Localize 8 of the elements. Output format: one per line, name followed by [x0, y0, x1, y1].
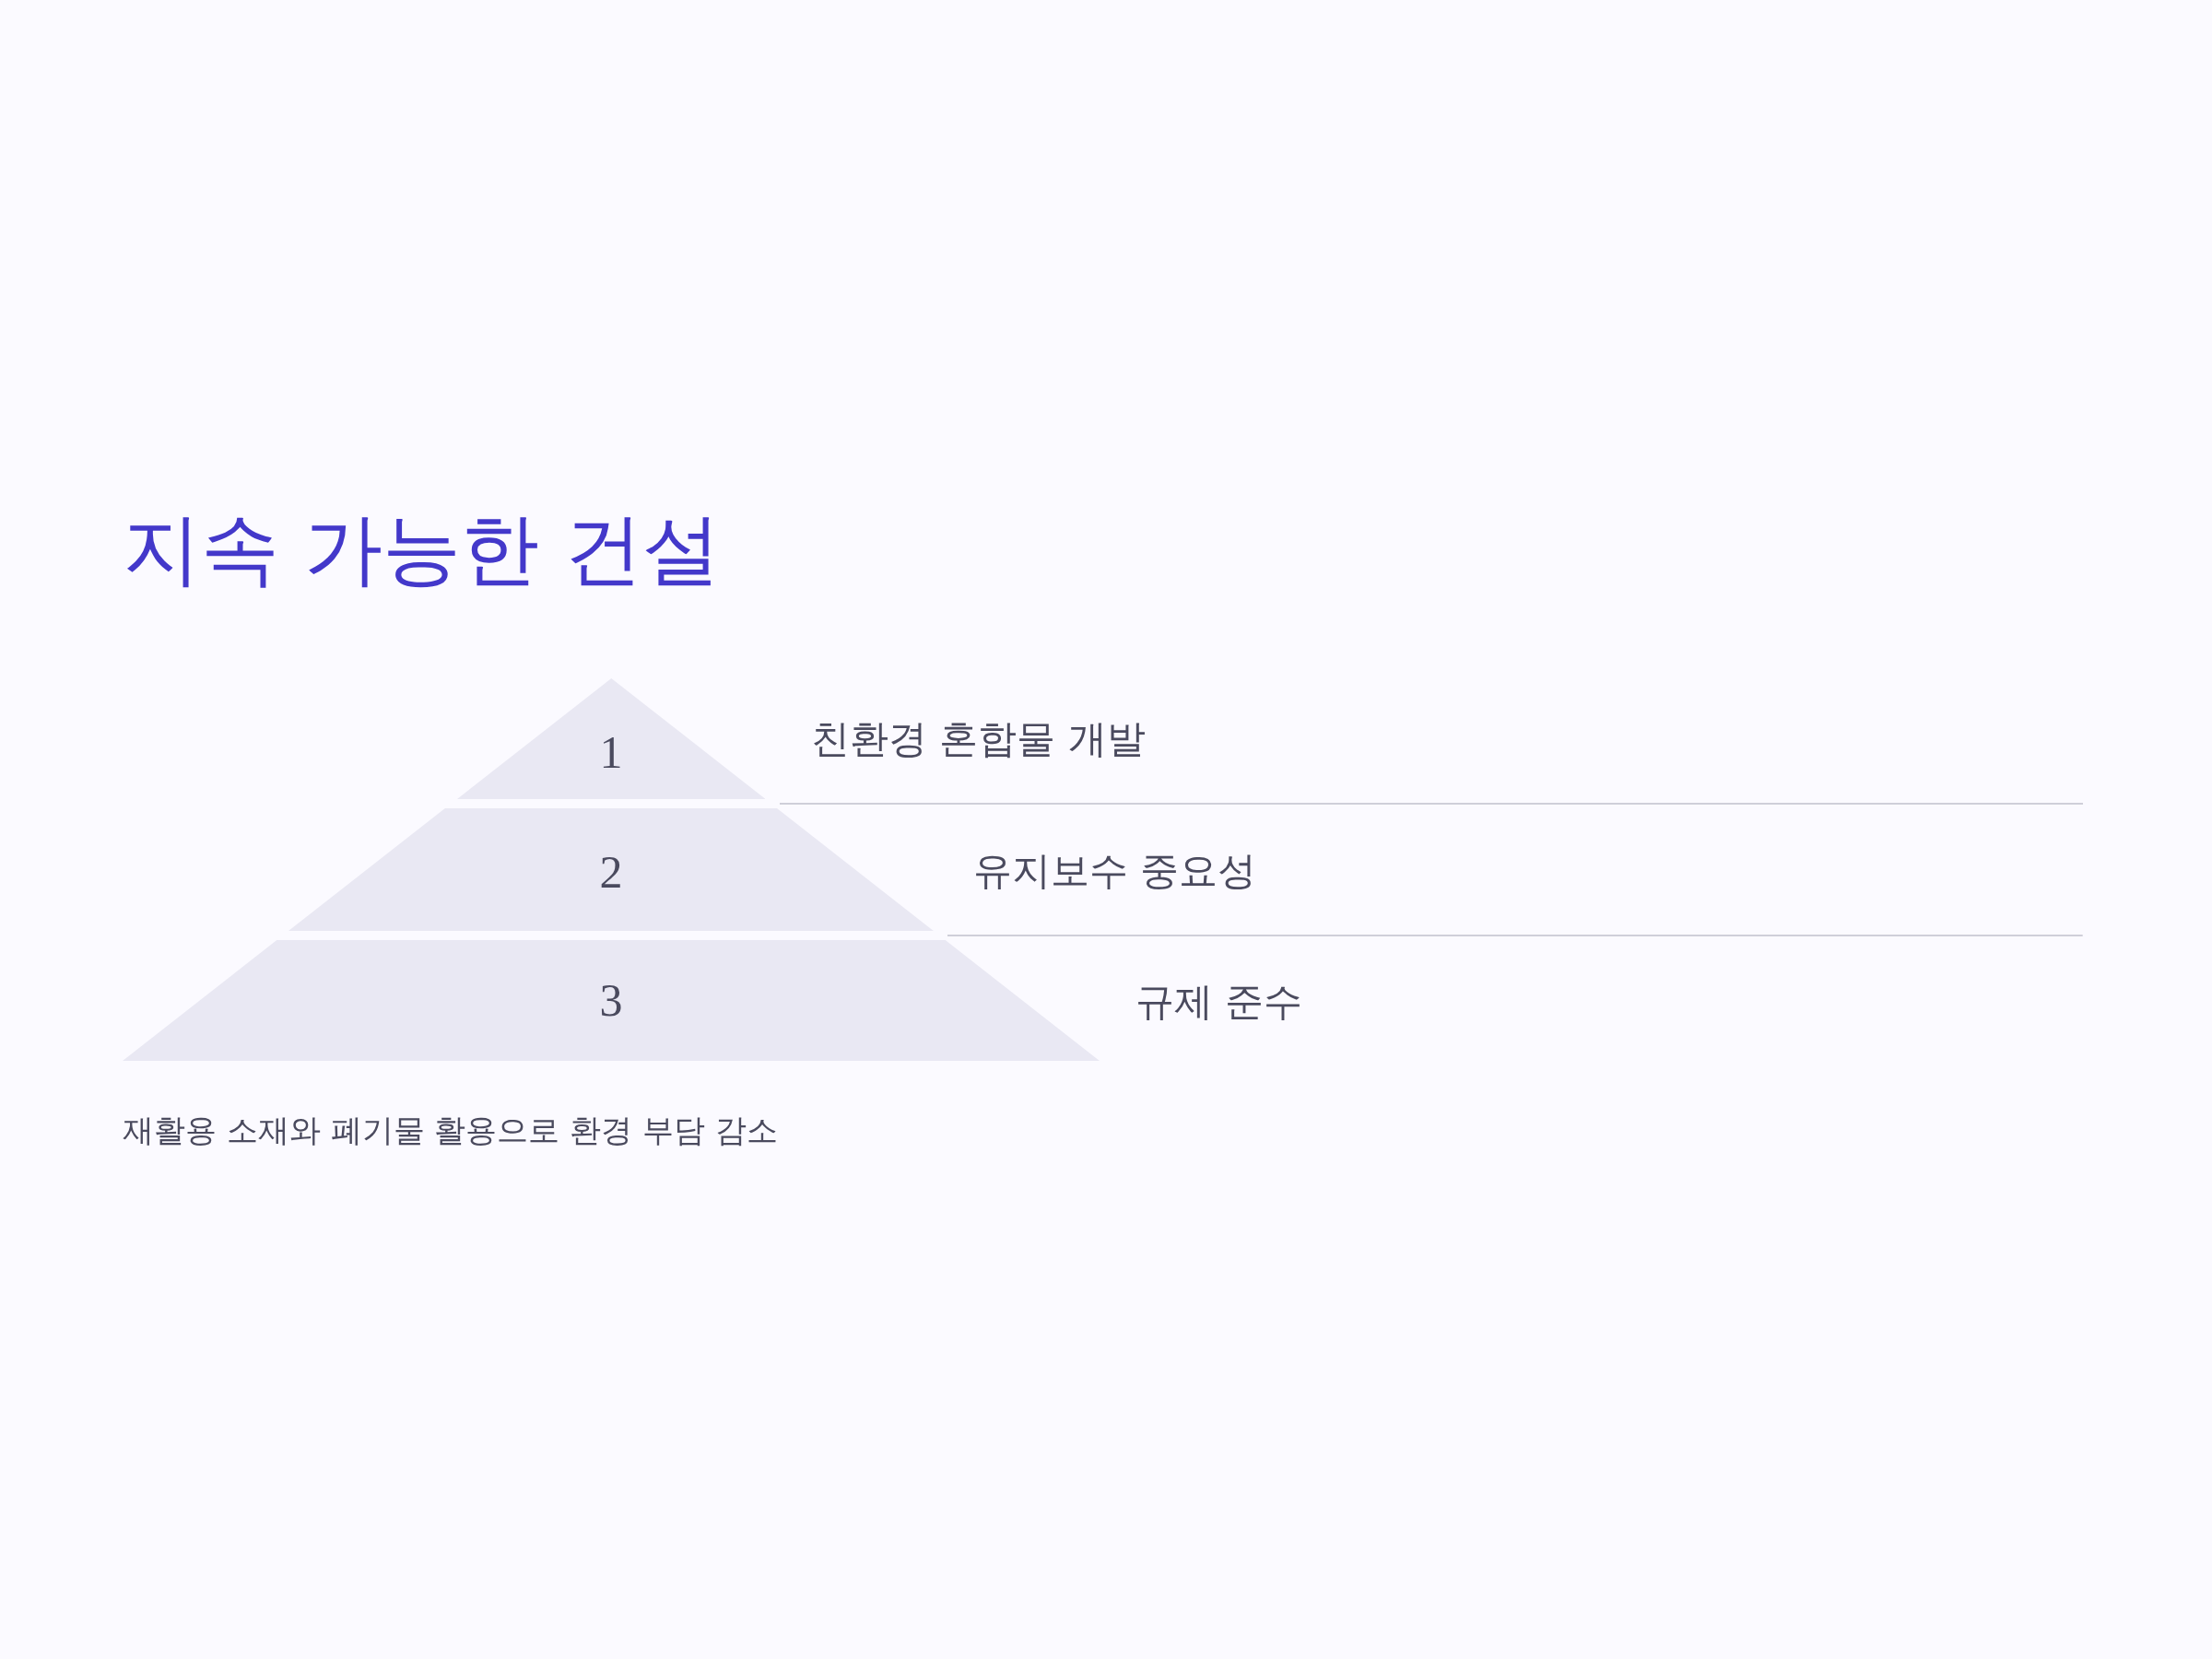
tier-label: 친환경 혼합물 개발: [811, 720, 1146, 759]
tier-number: 2: [599, 849, 623, 895]
caption: 재활용 소재와 폐기물 활용으로 환경 부담 감소: [123, 1114, 778, 1146]
tier-label: 규제 준수: [1135, 982, 1303, 1021]
tier-number: 3: [599, 977, 623, 1023]
title: 지속 가능한 건설: [123, 510, 722, 588]
tier-number: 1: [599, 729, 623, 775]
tier-label: 유지보수 중요성: [973, 852, 1257, 890]
